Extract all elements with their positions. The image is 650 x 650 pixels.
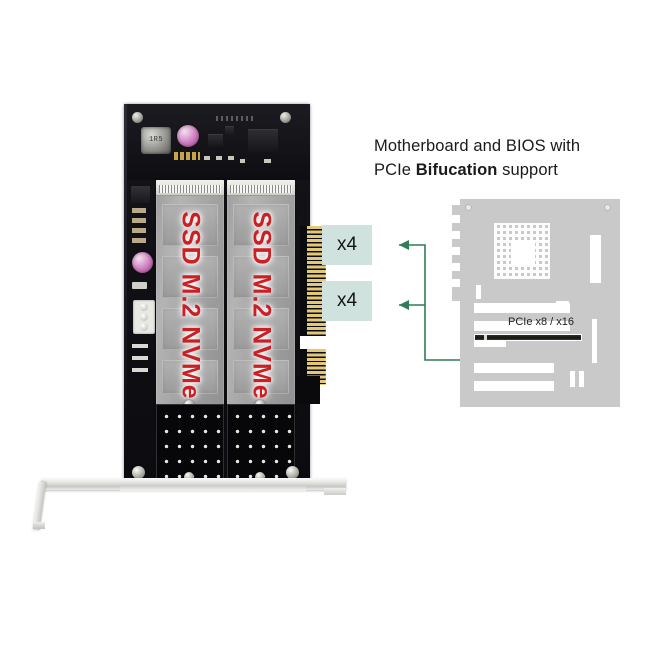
io-notch-4 — [452, 263, 460, 271]
heading-bifucation-emphasis: Bifucation — [415, 161, 498, 179]
power-connector — [133, 300, 155, 334]
pcie-adapter-card: 1R5 SSD M — [124, 104, 326, 486]
arrowhead-upper — [399, 240, 409, 250]
smd-resistor-c — [228, 156, 234, 160]
m2-nand-chip-2d — [233, 360, 289, 394]
electrolytic-capacitor-top — [177, 125, 199, 147]
pcb-left-edge — [124, 104, 127, 486]
left-pad-3 — [132, 228, 146, 233]
mb-pin-header-1 — [570, 371, 575, 387]
standoff-screw-top-left — [132, 112, 143, 123]
lane-label-upper: x4 — [336, 234, 358, 255]
standoff-lower-2 — [255, 472, 265, 482]
regulator-ic — [206, 134, 225, 147]
standoff-lower-1 — [184, 472, 194, 482]
dimm-slot-1 — [590, 235, 601, 283]
lane-box-x4-lower: x4 — [322, 281, 372, 321]
electrolytic-capacitor-left — [132, 252, 153, 273]
heading-line-1: Motherboard and BIOS with — [374, 137, 581, 155]
figure-heading: Motherboard and BIOS with PCIe Bifucatio… — [374, 134, 636, 182]
mount-hole-top-right — [604, 204, 611, 211]
inductor-label: 1R5 — [148, 136, 164, 144]
heading-line-2: PCIe Bifucation support — [374, 158, 636, 182]
pci-slot-1 — [474, 303, 570, 313]
arrowhead-lower — [399, 300, 409, 310]
motherboard-diagram: PCIe x8 / x16 — [452, 199, 620, 407]
power-inductor: 1R5 — [141, 127, 171, 154]
io-notch-2 — [452, 231, 460, 239]
cpu-socket-center — [511, 240, 535, 264]
m2-ssd-module-1: SSD M.2 NVMe — [156, 180, 224, 430]
left-pad-4 — [132, 238, 146, 243]
bracket-hook — [32, 482, 46, 530]
pci-slot-2 — [474, 321, 570, 331]
pci-slot-3-short — [474, 337, 506, 347]
left-pad-7 — [132, 368, 148, 372]
smd-resistor-b — [216, 156, 222, 160]
m2-nand-chip-1d — [162, 360, 218, 394]
smd-resistor-e — [264, 159, 271, 163]
left-smd-block — [132, 282, 147, 289]
lane-label-lower: x4 — [336, 290, 358, 311]
smd-resistor-a — [204, 156, 210, 160]
standoff-screw-top-right — [280, 112, 291, 123]
m2-slot-connector-2 — [227, 180, 295, 196]
mb-pin-header-2 — [579, 371, 584, 387]
heading-line2-suffix: support — [497, 161, 558, 179]
pci-slot-4 — [474, 363, 554, 373]
left-pad-6 — [132, 356, 148, 360]
bracket-tab — [324, 488, 346, 495]
m2-nand-chip-1c — [162, 308, 218, 350]
bifurcation-connector-lines — [399, 240, 460, 361]
smd-resistor-d — [240, 159, 245, 163]
m2-nand-chip-2c — [233, 308, 289, 350]
m2-nand-chip-2b — [233, 256, 289, 298]
pcb-via-grid-1 — [156, 404, 224, 486]
m2-ssd-module-2: SSD M.2 NVMe — [227, 180, 295, 430]
pci-slot-5 — [474, 381, 554, 391]
mb-header-a — [476, 285, 481, 299]
m2-label-text-2: SSD M.2 NVMe — [247, 210, 276, 400]
bracket-screw-right — [286, 466, 299, 479]
pcie-slot-label: PCIe x8 / x16 — [508, 316, 575, 328]
left-pad-2 — [132, 218, 146, 223]
left-pad-5 — [132, 344, 148, 348]
pcb-tab-lower-right — [296, 376, 320, 404]
left-ic-a — [131, 186, 150, 203]
mount-hole-top-left — [465, 204, 472, 211]
pcie-x8-x16-slot — [474, 334, 582, 341]
bracket-bar-inner — [120, 486, 306, 491]
silkscreen-marking — [216, 116, 256, 121]
left-pad-1 — [132, 208, 146, 213]
m2-nand-chip-1a — [162, 204, 218, 246]
small-ic — [223, 126, 236, 136]
pcie-connector-key-notch — [300, 336, 326, 349]
wire-trunk — [399, 244, 460, 361]
io-notch-5 — [452, 279, 460, 287]
m2-module-label-1: SSD M.2 NVMe — [156, 180, 224, 430]
controller-ic — [246, 129, 280, 152]
lane-box-x4-upper: x4 — [322, 225, 372, 265]
m2-label-text-1: SSD M.2 NVMe — [176, 210, 205, 400]
heading-line2-prefix: PCIe — [374, 161, 416, 179]
bracket-screw-left — [132, 466, 145, 479]
m2-nand-chip-1b — [162, 256, 218, 298]
dimm-slot-2 — [592, 319, 597, 363]
m2-module-label-2: SSD M.2 NVMe — [227, 180, 295, 430]
m2-nand-chip-2a — [233, 204, 289, 246]
gold-test-pads — [174, 152, 200, 160]
io-notch-3 — [452, 247, 460, 255]
m2-slot-connector-1 — [156, 180, 224, 196]
io-notch-1 — [452, 215, 460, 223]
cpu-socket — [494, 223, 550, 279]
low-profile-bracket — [32, 478, 346, 536]
